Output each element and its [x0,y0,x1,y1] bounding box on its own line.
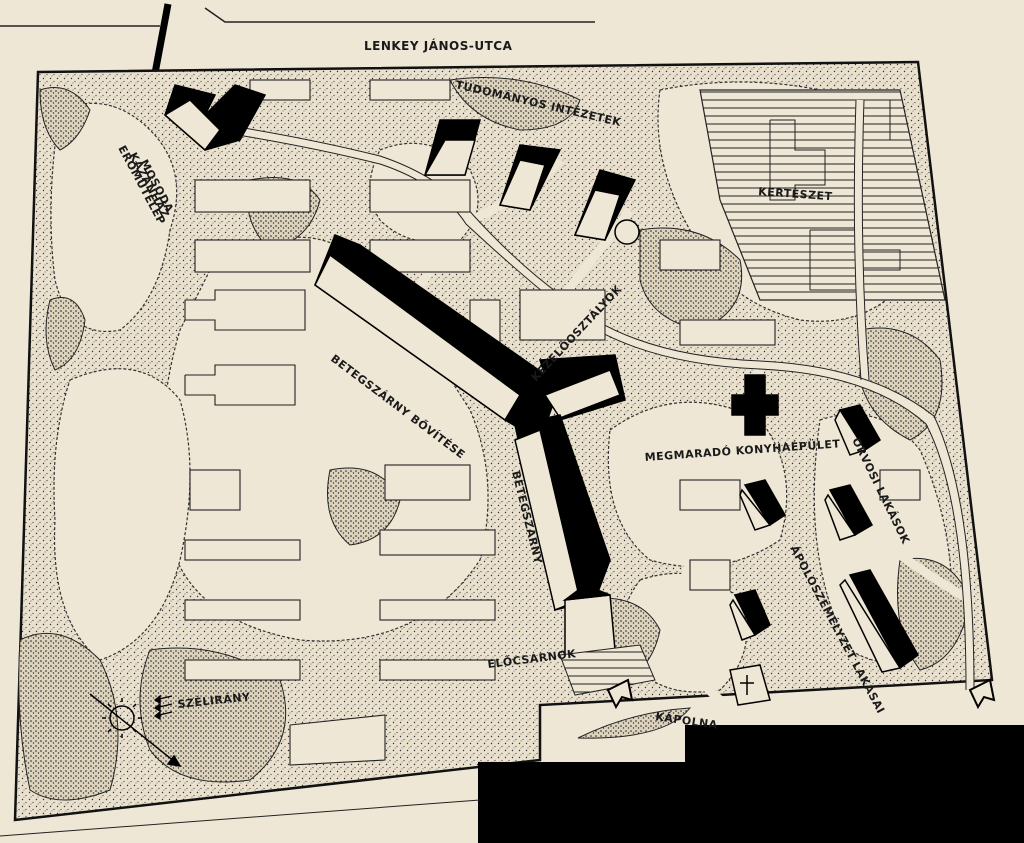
label-garden: KERTÉSZET [758,185,833,203]
pond [577,707,692,739]
street-lines [0,7,595,27]
street-label: LENKEY JÁNOS-UTCA [364,38,513,53]
new-buildings [163,84,919,706]
bottom-line [0,799,481,837]
garden-area [699,89,946,301]
entrance-arrows [606,678,996,710]
wind-direction-arrows [153,694,173,721]
tree-clusters [18,77,971,801]
wind-rose-icon [89,693,182,768]
lobby-forecourt [559,644,656,696]
mask-blocks [478,725,1024,843]
existing-building-outlines [184,79,921,766]
